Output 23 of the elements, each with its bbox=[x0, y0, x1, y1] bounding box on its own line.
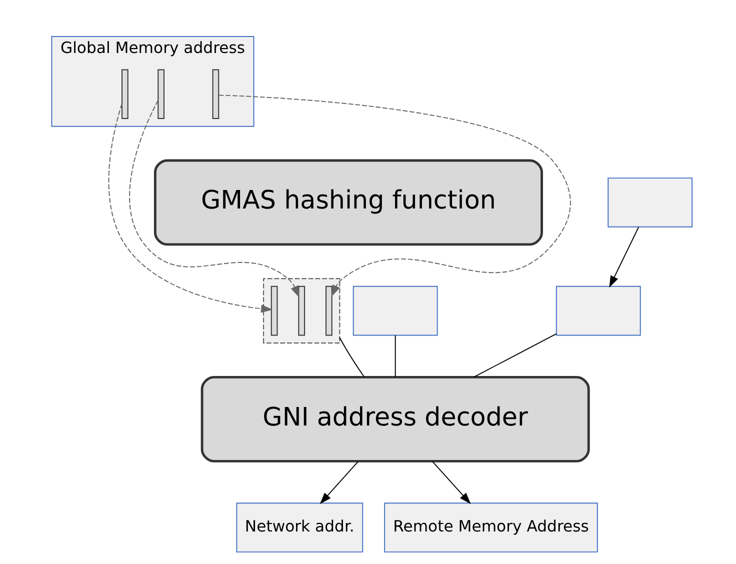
arrow bbox=[129, 100, 300, 298]
node-bar bbox=[158, 69, 164, 119]
node-box bbox=[556, 286, 641, 336]
node-box bbox=[608, 178, 693, 228]
cluster: Global Memory address bbox=[51, 36, 254, 127]
node-box: Network addr. bbox=[236, 502, 364, 552]
arrow bbox=[432, 460, 471, 504]
arrow bbox=[320, 460, 359, 504]
node-box: GNI address decoder bbox=[200, 376, 590, 462]
connector bbox=[394, 334, 396, 378]
node-bar bbox=[298, 286, 306, 336]
node-box bbox=[352, 286, 438, 336]
node-bar bbox=[212, 69, 220, 119]
connector bbox=[473, 333, 557, 378]
arrow bbox=[218, 94, 571, 297]
node-bar bbox=[122, 69, 128, 119]
arrow bbox=[609, 226, 640, 288]
node-box: Remote Memory Address bbox=[384, 502, 598, 552]
node-box: GMAS hashing function bbox=[154, 159, 543, 246]
arrow bbox=[108, 103, 273, 313]
connector bbox=[339, 336, 365, 378]
node-bar bbox=[326, 286, 332, 336]
node-bar bbox=[270, 286, 278, 336]
